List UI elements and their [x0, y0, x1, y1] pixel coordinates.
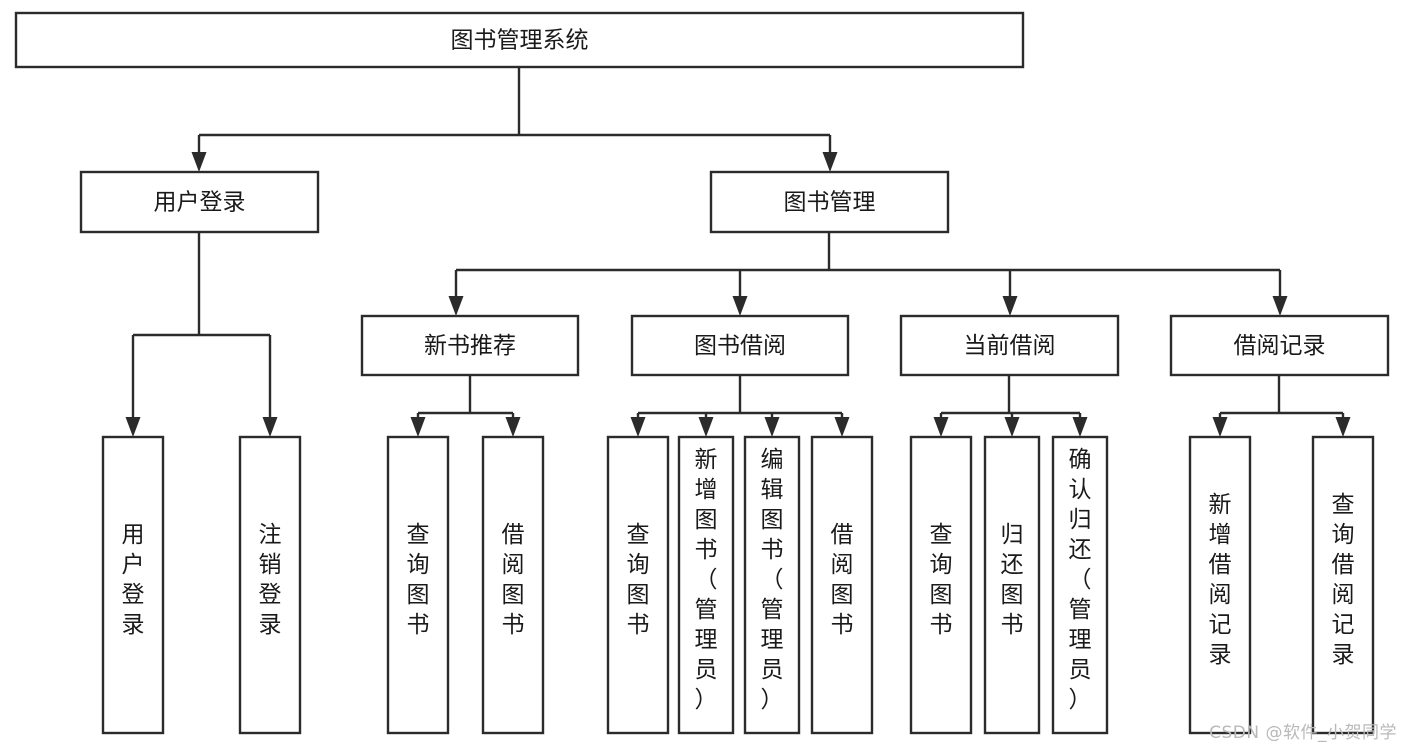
node-label-leaf-add-record: 新增借阅记录	[1209, 492, 1232, 668]
node-label-leaf-confirm-return: 确认归还（管理员）	[1069, 447, 1092, 713]
arrow-head-icon	[1212, 417, 1228, 437]
node-box-leaf-query-book-1[interactable]	[386, 435, 450, 735]
connector-layer	[125, 67, 1351, 437]
node-label-leaf-return-book: 归还图书	[1001, 522, 1024, 638]
node-label-leaf-query-record: 查询借阅记录	[1332, 492, 1355, 668]
node-label-user-login: 用户登录	[154, 190, 246, 216]
node-box-leaf-edit-book[interactable]	[743, 435, 801, 735]
arrow-head-icon	[1072, 417, 1088, 437]
arrow-head-icon	[448, 296, 464, 316]
arrow-head-icon	[1004, 417, 1020, 437]
node-label-leaf-query-book-1: 查询图书	[407, 522, 430, 638]
node-box-leaf-add-book[interactable]	[677, 435, 735, 735]
csdn-watermark: CSDN @软件_小贺同学	[1209, 723, 1397, 743]
node-user-login[interactable]: 用户登录	[79, 170, 320, 234]
node-box-leaf-confirm-return[interactable]	[1051, 435, 1109, 735]
node-leaf-borrow-book-2[interactable]: 借阅图书	[810, 435, 874, 735]
node-label-leaf-query-book-2: 查询图书	[627, 522, 650, 638]
arrow-head-icon	[822, 152, 838, 172]
arrow-head-icon	[764, 417, 780, 437]
node-book-manage[interactable]: 图书管理	[709, 170, 950, 234]
arrow-head-icon	[262, 417, 278, 437]
node-leaf-add-book[interactable]: 新增图书（管理员）	[677, 435, 735, 735]
node-box-root[interactable]	[14, 11, 1025, 69]
node-label-book-borrow: 图书借阅	[694, 333, 786, 359]
node-leaf-query-record[interactable]: 查询借阅记录	[1311, 435, 1375, 735]
node-label-leaf-add-book: 新增图书（管理员）	[695, 447, 718, 713]
arrow-head-icon	[1272, 296, 1288, 316]
node-leaf-borrow-book-1[interactable]: 借阅图书	[481, 435, 545, 735]
node-leaf-query-book-3[interactable]: 查询图书	[909, 435, 973, 735]
node-box-leaf-query-book-2[interactable]	[606, 435, 670, 735]
node-label-leaf-user-login: 用户登录	[122, 522, 145, 638]
node-current-borrow[interactable]: 当前借阅	[899, 314, 1120, 377]
arrow-head-icon	[1335, 417, 1351, 437]
arrow-head-icon	[834, 417, 850, 437]
node-box-leaf-query-book-3[interactable]	[909, 435, 973, 735]
node-box-current-borrow[interactable]	[899, 314, 1120, 377]
arrow-head-icon	[933, 417, 949, 437]
node-label-leaf-borrow-book-2: 借阅图书	[831, 522, 854, 638]
node-label-leaf-edit-book: 编辑图书（管理员）	[761, 447, 784, 713]
arrow-head-icon	[732, 296, 748, 316]
node-leaf-user-login[interactable]: 用户登录	[101, 435, 165, 735]
node-box-borrow-record[interactable]	[1169, 314, 1390, 377]
node-leaf-edit-book[interactable]: 编辑图书（管理员）	[743, 435, 801, 735]
node-label-book-manage: 图书管理	[784, 190, 876, 216]
node-label-borrow-record: 借阅记录	[1234, 333, 1326, 359]
node-box-new-book-recommend[interactable]	[360, 314, 580, 377]
arrow-head-icon	[698, 417, 714, 437]
node-box-book-manage[interactable]	[709, 170, 950, 234]
node-root[interactable]: 图书管理系统	[14, 11, 1025, 69]
node-box-leaf-user-login[interactable]	[101, 435, 165, 735]
node-label-leaf-borrow-book-1: 借阅图书	[502, 522, 525, 638]
node-box-leaf-add-record[interactable]	[1188, 435, 1252, 735]
node-box-leaf-borrow-book-1[interactable]	[481, 435, 545, 735]
arrow-head-icon	[630, 417, 646, 437]
node-leaf-confirm-return[interactable]: 确认归还（管理员）	[1051, 435, 1109, 735]
node-leaf-add-record[interactable]: 新增借阅记录	[1188, 435, 1252, 735]
node-box-leaf-logout[interactable]	[238, 435, 302, 735]
arrow-head-icon	[125, 417, 141, 437]
node-box-leaf-borrow-book-2[interactable]	[810, 435, 874, 735]
node-label-root: 图书管理系统	[451, 28, 589, 54]
arrow-head-icon	[191, 152, 207, 172]
node-borrow-record[interactable]: 借阅记录	[1169, 314, 1390, 377]
arrow-head-icon	[410, 417, 426, 437]
node-label-leaf-logout: 注销登录	[259, 522, 282, 638]
node-leaf-logout[interactable]: 注销登录	[238, 435, 302, 735]
node-box-user-login[interactable]	[79, 170, 320, 234]
node-book-borrow[interactable]: 图书借阅	[630, 314, 850, 377]
node-leaf-return-book[interactable]: 归还图书	[983, 435, 1041, 735]
node-label-leaf-query-book-3: 查询图书	[930, 522, 953, 638]
arrow-head-icon	[1002, 296, 1018, 316]
node-label-current-borrow: 当前借阅	[964, 333, 1056, 359]
node-leaf-query-book-2[interactable]: 查询图书	[606, 435, 670, 735]
node-box-leaf-query-record[interactable]	[1311, 435, 1375, 735]
node-new-book-recommend[interactable]: 新书推荐	[360, 314, 580, 377]
node-box-book-borrow[interactable]	[630, 314, 850, 377]
node-layer: 图书管理系统用户登录图书管理新书推荐图书借阅当前借阅借阅记录用户登录注销登录查询…	[14, 11, 1390, 735]
node-label-new-book-recommend: 新书推荐	[424, 333, 516, 359]
node-leaf-query-book-1[interactable]: 查询图书	[386, 435, 450, 735]
node-box-leaf-return-book[interactable]	[983, 435, 1041, 735]
arrow-head-icon	[505, 417, 521, 437]
